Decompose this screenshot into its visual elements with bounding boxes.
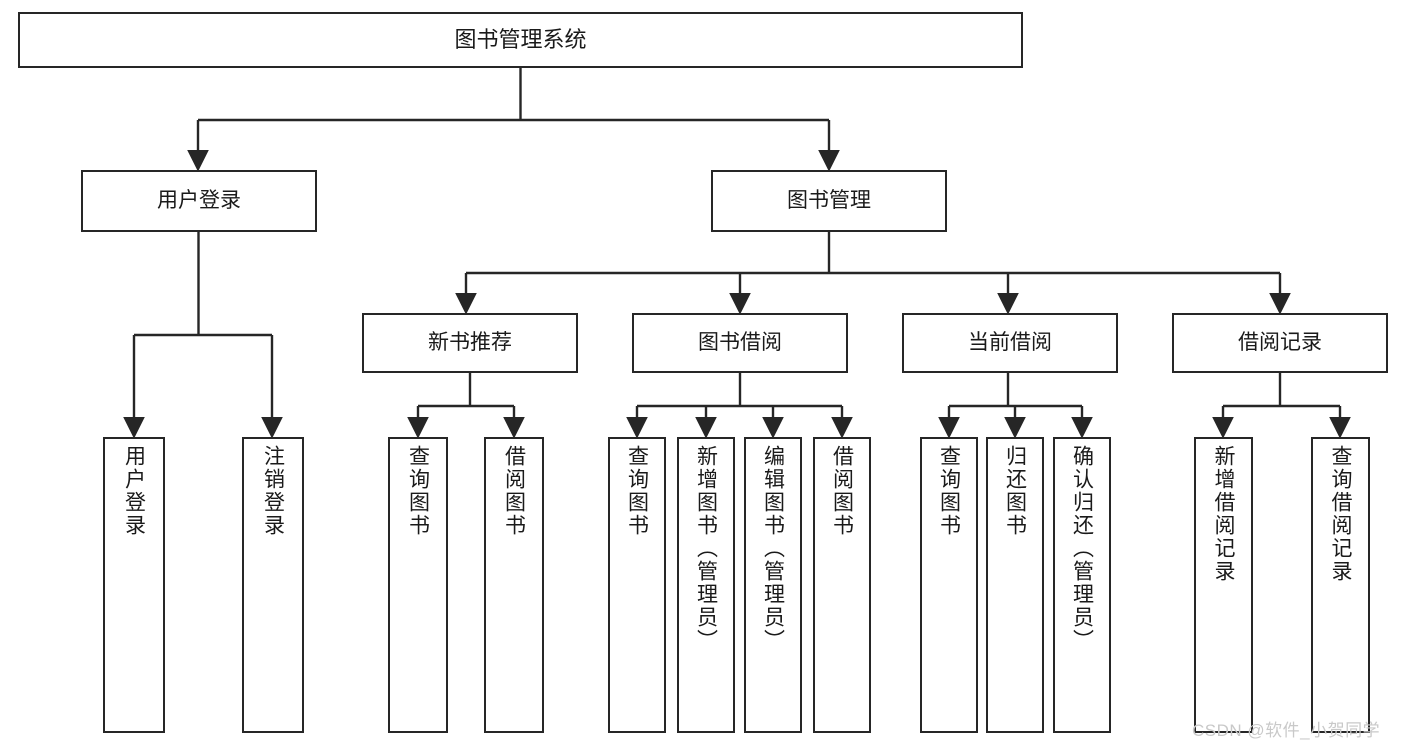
leaf-edit-book-admin[interactable]: 编辑图书（管理员） bbox=[744, 437, 802, 733]
leaf-query-book-borrow[interactable]: 查询图书 bbox=[608, 437, 666, 733]
node-label: 用户登录 bbox=[157, 188, 241, 212]
csdn-watermark: CSDN @软件_小贺同学 bbox=[1192, 721, 1381, 740]
leaf-query-borrow-record[interactable]: 查询借阅记录 bbox=[1311, 437, 1370, 733]
leaf-add-book-admin[interactable]: 新增图书（管理员） bbox=[677, 437, 735, 733]
node-book-management-system[interactable]: 图书管理系统 bbox=[18, 12, 1023, 68]
node-label: 借阅图书 bbox=[830, 445, 854, 537]
edge-group-root bbox=[187, 68, 840, 172]
node-label: 当前借阅 bbox=[968, 330, 1052, 354]
node-borrow-records[interactable]: 借阅记录 bbox=[1172, 313, 1388, 373]
node-label: 新书推荐 bbox=[428, 330, 512, 354]
leaf-user-login[interactable]: 用户登录 bbox=[103, 437, 165, 733]
node-label: 借阅记录 bbox=[1238, 330, 1322, 354]
node-label: 新增图书（管理员） bbox=[694, 445, 718, 652]
node-label: 查询图书 bbox=[625, 445, 649, 537]
leaf-borrow-book-recommend[interactable]: 借阅图书 bbox=[484, 437, 544, 733]
node-label: 归还图书 bbox=[1003, 445, 1027, 537]
edge-group-current bbox=[938, 373, 1093, 439]
leaf-return-book[interactable]: 归还图书 bbox=[986, 437, 1044, 733]
node-book-management[interactable]: 图书管理 bbox=[711, 170, 947, 232]
leaf-confirm-return-admin[interactable]: 确认归还（管理员） bbox=[1053, 437, 1111, 733]
leaf-query-book-current[interactable]: 查询图书 bbox=[920, 437, 978, 733]
edge-group-book-mgmt bbox=[455, 232, 1291, 315]
node-label: 编辑图书（管理员） bbox=[761, 445, 785, 652]
node-new-book-recommend[interactable]: 新书推荐 bbox=[362, 313, 578, 373]
edge-group-user-login bbox=[123, 232, 283, 439]
node-label: 查询借阅记录 bbox=[1329, 445, 1352, 583]
node-label: 用户登录 bbox=[122, 445, 146, 537]
node-user-login[interactable]: 用户登录 bbox=[81, 170, 317, 232]
node-label: 借阅图书 bbox=[502, 445, 526, 537]
leaf-borrow-book[interactable]: 借阅图书 bbox=[813, 437, 871, 733]
node-label: 新增借阅记录 bbox=[1212, 445, 1235, 583]
node-label: 查询图书 bbox=[937, 445, 961, 537]
node-label: 注销登录 bbox=[261, 445, 285, 537]
node-label: 图书管理系统 bbox=[454, 27, 587, 53]
leaf-query-book-recommend[interactable]: 查询图书 bbox=[388, 437, 448, 733]
leaf-add-borrow-record[interactable]: 新增借阅记录 bbox=[1194, 437, 1253, 733]
edge-group-new-book bbox=[407, 373, 525, 439]
node-book-borrow[interactable]: 图书借阅 bbox=[632, 313, 848, 373]
node-label: 图书借阅 bbox=[698, 330, 782, 354]
edge-group-borrow bbox=[626, 373, 853, 439]
leaf-logout[interactable]: 注销登录 bbox=[242, 437, 304, 733]
node-label: 图书管理 bbox=[787, 188, 871, 212]
edge-group-records bbox=[1212, 373, 1351, 439]
node-current-borrow[interactable]: 当前借阅 bbox=[902, 313, 1118, 373]
node-label: 查询图书 bbox=[406, 445, 430, 537]
node-label: 确认归还（管理员） bbox=[1070, 445, 1094, 652]
